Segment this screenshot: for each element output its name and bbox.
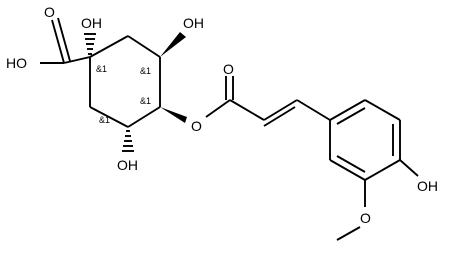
stereo-label-c5: &1 bbox=[99, 115, 110, 125]
atom-label-c5-oh: OH bbox=[117, 157, 138, 173]
wedge-bond-C4-O bbox=[160, 107, 187, 123]
bond-acidC-C1 bbox=[63, 56, 91, 64]
stereo-label-layer: &1 &1 &1 &1 bbox=[96, 64, 151, 125]
hashed-bond-C1-OH bbox=[84, 33, 96, 55]
stereo-label-c4: &1 bbox=[140, 96, 151, 106]
bond-Ar5-Ar6 bbox=[329, 159, 366, 181]
bond-layer bbox=[40, 17, 419, 241]
bond-Ar4-OH bbox=[399, 159, 419, 177]
bond-Ar4-Ar5 bbox=[364, 159, 401, 181]
atom-label-acid-oh: HO bbox=[6, 55, 27, 71]
atom-label-carbonyl-o: O bbox=[223, 61, 234, 77]
atom-label-acid-o: O bbox=[44, 4, 55, 20]
bond-Ar2-Ar3 bbox=[364, 99, 401, 121]
bond-Ar1-Ar2 bbox=[329, 99, 366, 121]
atom-label-ester-o: O bbox=[191, 118, 202, 134]
atom-label-layer: HO O OH OH OH O O OH O bbox=[6, 4, 438, 226]
wedge-bond-C3-OH bbox=[160, 32, 186, 57]
bond-C5-C6 bbox=[89, 106, 129, 128]
bond-O-CH3 bbox=[336, 226, 361, 241]
bond-ar-inner-3 bbox=[336, 155, 366, 173]
bond-C-Calpha bbox=[229, 99, 265, 121]
bond-esterO-C bbox=[205, 99, 231, 118]
atom-label-c3-oh: OH bbox=[183, 15, 204, 31]
atom-label-c1-oh: OH bbox=[81, 15, 102, 31]
stereo-label-c3: &1 bbox=[140, 66, 151, 76]
bond-C1-C2 bbox=[89, 35, 129, 58]
bond-ar-inner-1 bbox=[336, 107, 366, 125]
bond-Calpha-Cbeta-a bbox=[263, 99, 298, 121]
atom-label-methoxy-o: O bbox=[360, 210, 371, 226]
bond-Calpha-Cbeta-b bbox=[263, 106, 296, 127]
atom-label-phenol-oh: OH bbox=[417, 178, 438, 194]
bond-C2-C3 bbox=[127, 35, 161, 58]
bond-acidC-O-double-a bbox=[51, 19, 65, 64]
hashed-bond-C5-OH bbox=[122, 130, 134, 152]
bond-acidC-O-double-b bbox=[57, 17, 71, 62]
bond-Cbeta-Ar1 bbox=[296, 99, 331, 121]
stereo-label-c1: &1 bbox=[96, 64, 107, 74]
bond-C4-C5 bbox=[127, 106, 161, 128]
